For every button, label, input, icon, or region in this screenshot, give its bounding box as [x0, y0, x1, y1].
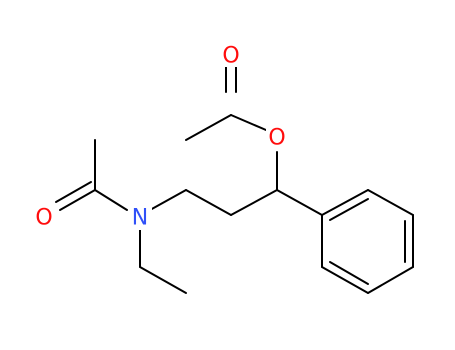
atom-label-n1: N: [132, 206, 148, 231]
bond-chiral-c-ch2: [230, 189, 278, 216]
ring-bond-4: [367, 266, 414, 294]
bond-amide-c-o-double-b: [55, 181, 92, 203]
label-bg-n1: [128, 206, 152, 230]
ring-inner-double-3: [329, 261, 369, 285]
label-bg-o1: [220, 43, 242, 67]
bond-ethyl-ch2-ch3: [139, 266, 187, 294]
bond-ester-c-o: [230, 114, 267, 131]
bond-chiral-c-phenyl: [276, 189, 323, 216]
bond-amide-c-o-double-a: [59, 189, 96, 211]
ring-bond-5: [321, 266, 369, 294]
ring-bond-2: [367, 189, 414, 216]
ring-inner-double-1: [329, 198, 369, 221]
label-bg-o3: [33, 206, 55, 230]
ring-bond-1: [321, 189, 369, 216]
bond-ester-methyl: [185, 114, 232, 141]
bond-n-amide-c: [94, 189, 128, 211]
bond-ch2-n: [149, 189, 187, 211]
atom-label-o3: O: [35, 206, 52, 231]
label-bg-o2: [266, 126, 288, 150]
atom-label-o2: O: [268, 126, 285, 151]
bond-ch2-ch2: [185, 189, 232, 216]
atom-label-o1: O: [222, 44, 239, 69]
